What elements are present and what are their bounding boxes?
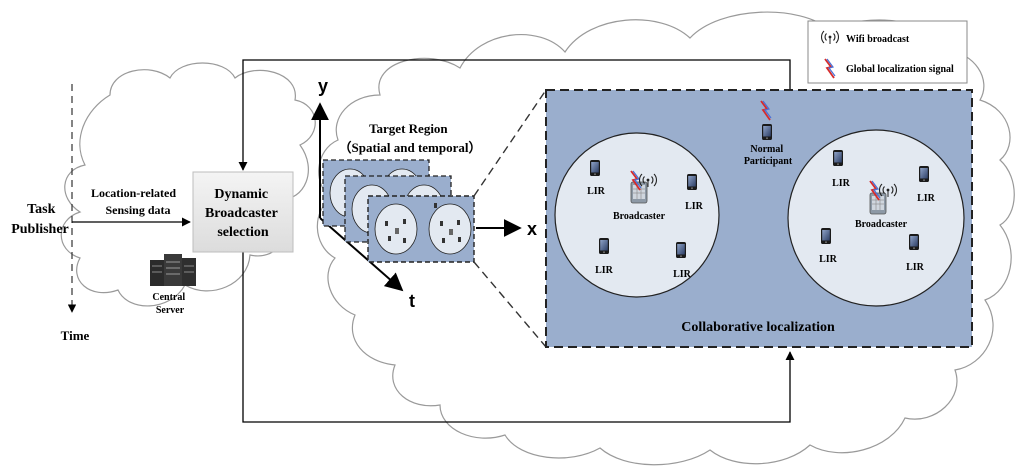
lir-label: LIR bbox=[673, 269, 692, 280]
broadcaster-label: Broadcaster bbox=[855, 219, 908, 230]
lir-label: LIR bbox=[595, 265, 614, 276]
t-axis-label: t bbox=[409, 291, 415, 311]
t-axis bbox=[319, 217, 404, 292]
lir-label: LIR bbox=[587, 186, 606, 197]
legend-global-label: Global localization signal bbox=[846, 64, 954, 75]
mini-map-front bbox=[367, 195, 475, 263]
location-data-label: Location-related Sensing data bbox=[91, 186, 179, 217]
x-axis-label: x bbox=[527, 219, 537, 239]
phone-icon bbox=[590, 160, 600, 176]
phone-icon bbox=[909, 234, 919, 250]
target-region-label: Target Region （Spatial and temporal） bbox=[338, 121, 481, 155]
lir-label: LIR bbox=[917, 193, 936, 204]
mini-map-stack bbox=[322, 159, 475, 263]
zoom-line-bottom bbox=[473, 261, 547, 348]
lir-label: LIR bbox=[685, 201, 704, 212]
lir-label: LIR bbox=[906, 262, 925, 273]
legend-box bbox=[807, 20, 968, 84]
lir-label: LIR bbox=[819, 254, 838, 265]
phone-icon bbox=[676, 242, 686, 258]
legend-wifi-label: Wifi broadcast bbox=[846, 34, 910, 45]
phone-icon bbox=[599, 238, 609, 254]
phone-icon bbox=[919, 166, 929, 182]
phone-icon bbox=[762, 124, 772, 140]
broadcaster-selection-box bbox=[192, 171, 294, 253]
broadcaster-selection-label: Dynamic Broadcaster selection bbox=[205, 187, 281, 240]
task-publisher-label: Task Publisher bbox=[11, 202, 69, 237]
server-icon bbox=[150, 254, 196, 286]
phone-icon bbox=[687, 174, 697, 190]
right-cluster-circle bbox=[787, 129, 965, 307]
collaborative-localization-label: Collaborative localization bbox=[681, 320, 835, 335]
normal-participant-label: Normal Participant bbox=[744, 144, 793, 167]
zoom-line-top bbox=[473, 89, 547, 197]
phone-icon bbox=[821, 228, 831, 244]
y-axis-label: y bbox=[318, 76, 328, 96]
lir-label: LIR bbox=[832, 178, 851, 189]
loop-arrows bbox=[238, 59, 795, 423]
central-server-label: Central Server bbox=[152, 292, 187, 316]
phone-icon bbox=[833, 150, 843, 166]
broadcaster-label: Broadcaster bbox=[613, 211, 666, 222]
time-label: Time bbox=[61, 328, 90, 343]
